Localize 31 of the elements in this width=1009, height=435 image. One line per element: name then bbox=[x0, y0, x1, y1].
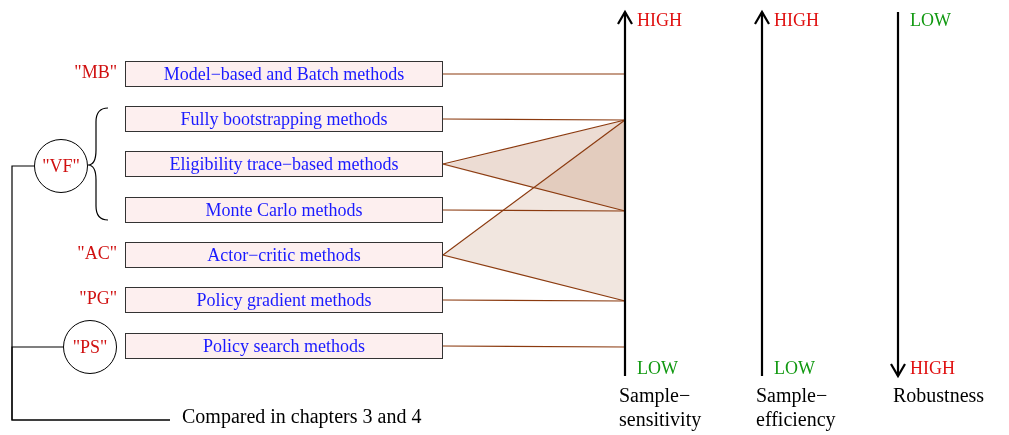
method-box: Actor−critic methods bbox=[125, 242, 443, 268]
method-box: Model−based and Batch methods bbox=[125, 61, 443, 87]
group-circle: "VF" bbox=[34, 139, 88, 193]
scale-end-label: LOW bbox=[774, 358, 815, 379]
scale-end-label: HIGH bbox=[637, 10, 682, 31]
connector-line bbox=[11, 346, 171, 421]
connector-line bbox=[442, 73, 626, 75]
axis-title: Sample− sensitivity bbox=[619, 383, 703, 431]
axis-title: Robustness bbox=[893, 383, 985, 407]
connector-line bbox=[442, 299, 626, 302]
scale-end-label: HIGH bbox=[910, 358, 955, 379]
scale-end-label: HIGH bbox=[774, 10, 819, 31]
connector-line bbox=[442, 345, 626, 348]
method-box: Policy search methods bbox=[125, 333, 443, 359]
group-circle: "PS" bbox=[63, 320, 117, 374]
method-box: Monte Carlo methods bbox=[125, 197, 443, 223]
abbreviation-label: "PG" bbox=[79, 288, 117, 309]
scale-end-label: LOW bbox=[637, 358, 678, 379]
axis-title: Sample− efficiency bbox=[756, 383, 837, 431]
method-box: Fully bootstrapping methods bbox=[125, 106, 443, 132]
scale-end-label: LOW bbox=[910, 10, 951, 31]
method-box: Eligibility trace−based methods bbox=[125, 151, 443, 177]
connector-line bbox=[442, 118, 626, 121]
connector-line bbox=[442, 209, 626, 212]
connector-line bbox=[442, 119, 626, 165]
abbreviation-label: "AC" bbox=[77, 243, 117, 264]
connector-line bbox=[442, 119, 626, 256]
method-box: Policy gradient methods bbox=[125, 287, 443, 313]
scale-axis-arrow bbox=[617, 9, 633, 376]
abbreviation-label: "MB" bbox=[74, 62, 117, 83]
note-text: Compared in chapters 3 and 4 bbox=[182, 405, 422, 428]
